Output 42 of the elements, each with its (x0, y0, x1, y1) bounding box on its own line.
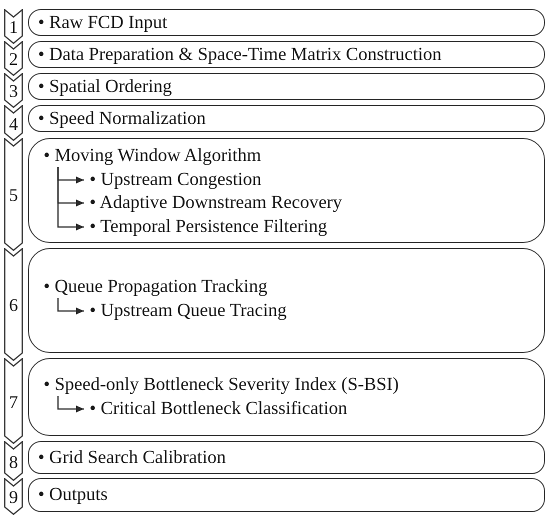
step-number: 5 (9, 184, 18, 205)
step-tab (4, 478, 23, 515)
process-box (28, 41, 545, 68)
arrow (57, 396, 84, 412)
step-label: • Grid Search Calibration (38, 446, 226, 468)
step-tab (4, 9, 23, 44)
process-box (28, 358, 545, 436)
process-box (28, 478, 545, 512)
step-label: • Outputs (38, 484, 108, 506)
step-number: 3 (9, 80, 18, 101)
process-box (28, 73, 545, 100)
step-tab (4, 41, 23, 76)
step-number: 4 (9, 112, 18, 134)
step-number: 1 (9, 16, 18, 37)
step-number: 7 (9, 390, 18, 412)
step-number: 6 (9, 294, 18, 315)
sub-step-label: • Adaptive Downstream Recovery (84, 192, 342, 214)
step-tab (4, 105, 23, 141)
step-label: • Data Preparation & Space-Time Matrix Construction (38, 44, 442, 66)
step-number: 2 (9, 48, 18, 69)
process-box (28, 138, 545, 243)
step-heading: • Moving Window Algorithm (44, 144, 262, 166)
sub-step-label: • Temporal Persistence Filtering (84, 216, 328, 238)
arrow (57, 298, 84, 314)
step-label: • Speed Normalization (38, 108, 206, 130)
process-box (28, 441, 545, 474)
process-box (28, 9, 545, 36)
step-number: 8 (9, 450, 18, 472)
arrow (57, 167, 84, 230)
step-heading: • Queue Propagation Tracking (44, 276, 268, 298)
step-label: • Spatial Ordering (38, 76, 172, 98)
process-box (28, 105, 545, 132)
process-box (28, 248, 545, 353)
step-tab (4, 73, 23, 108)
sub-step-label: • Upstream Congestion (84, 168, 262, 190)
step-number: 9 (9, 486, 18, 507)
step-tab (4, 441, 23, 481)
step-heading: • Speed-only Bottleneck Severity Index (S-BSI) (44, 374, 399, 396)
step-tab (4, 248, 23, 361)
step-label: • Raw FCD Input (38, 12, 168, 34)
sub-step-label: • Upstream Queue Tracing (84, 300, 287, 322)
sub-step-label: • Critical Bottleneck Classification (84, 398, 348, 420)
